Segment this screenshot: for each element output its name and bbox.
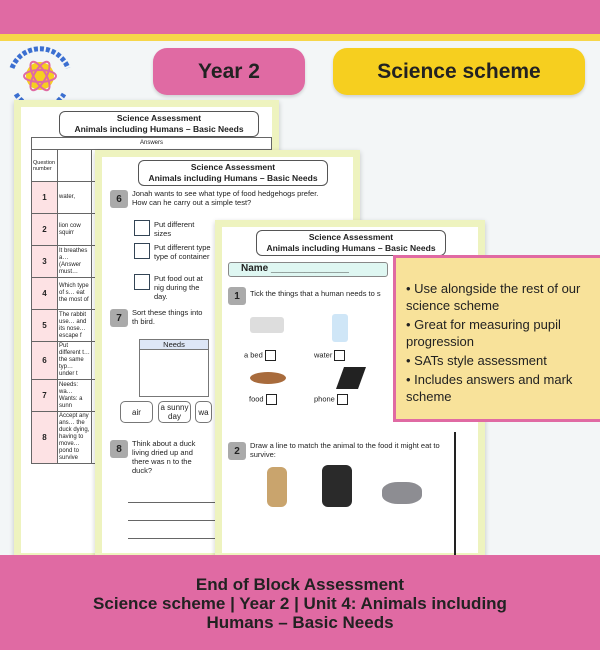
footer-subtitle-cont: Humans – Basic Needs — [206, 613, 394, 632]
row-answer: It breathes a… (Answer must… — [57, 245, 92, 278]
cow-image — [322, 465, 352, 507]
top-accent-line — [0, 34, 600, 41]
row-answer: The rabbit use… and its nose… escape f — [57, 309, 92, 342]
row-number: 8 — [31, 411, 58, 464]
sort-tile[interactable]: a sunny day — [158, 401, 191, 423]
feature-callout: • Use alongside the rest of our science … — [393, 255, 600, 422]
answer-line — [128, 502, 228, 503]
sheet-subtitle: Animals including Humans – Basic Needs — [266, 243, 436, 253]
row-number: 5 — [31, 309, 58, 342]
sheet-header: Science Assessment Animals including Hum… — [256, 230, 446, 256]
option-checkbox[interactable] — [134, 243, 150, 259]
footer-subtitle: Science scheme | Year 2 | Unit 4: Animal… — [93, 594, 507, 613]
sheet-title: Science Assessment — [116, 113, 202, 123]
water-image — [332, 314, 348, 342]
sheet-header: Science Assessment Animals including Hum… — [59, 111, 259, 137]
item-phone: phone — [314, 394, 348, 405]
footer-title: End of Block Assessment — [195, 575, 405, 594]
question-number: 1 — [228, 287, 246, 305]
option-text: Put different type type of container — [154, 243, 211, 261]
item-label: a bed — [244, 350, 263, 360]
sort-tile[interactable]: wa — [195, 401, 212, 423]
item-bed: a bed — [244, 350, 276, 361]
sheet-subtitle: Animals including Humans – Basic Needs — [148, 173, 318, 183]
question-text: Sort these things into th bird. — [132, 308, 203, 326]
item-label: water — [314, 350, 333, 360]
squirrel-image — [382, 482, 422, 504]
sheet-title: Science Assessment — [308, 232, 394, 242]
row-answer: Accept any ans… the duck dying, having t… — [57, 411, 92, 464]
item-food: food — [249, 394, 277, 405]
question-number: 6 — [110, 190, 128, 208]
row-answer: Which type of s… eat the most of — [57, 277, 92, 310]
row-number: 2 — [31, 213, 58, 246]
question-text: Think about a duck living dried up and t… — [132, 439, 196, 475]
question-number: 8 — [110, 440, 128, 458]
tick-box[interactable] — [265, 394, 277, 405]
bed-image — [250, 317, 284, 333]
feature-point: • Great for measuring pupil progression — [406, 317, 561, 349]
tick-box[interactable] — [334, 350, 346, 361]
scheme-badge: Science scheme — [333, 48, 585, 95]
feature-point: • SATs style assessment — [406, 353, 547, 368]
question-text: Tick the things that a human needs to s — [250, 289, 381, 298]
question-text: Jonah wants to see what type of food hed… — [132, 189, 319, 207]
answer-line — [128, 520, 228, 521]
option-checkbox[interactable] — [134, 220, 150, 236]
item-label: phone — [314, 394, 335, 404]
sheet-header: Science Assessment Animals including Hum… — [138, 160, 328, 186]
row-number: 4 — [31, 277, 58, 310]
question-number: 7 — [110, 309, 128, 327]
answer-line — [128, 538, 228, 539]
food-image — [250, 372, 286, 384]
row-number: 3 — [31, 245, 58, 278]
name-field[interactable]: Name ______________ — [228, 262, 388, 277]
phone-image — [335, 367, 367, 389]
needs-heading: Needs — [140, 340, 208, 350]
item-label: food — [249, 394, 264, 404]
row-answer: Put different t… the same typ… under t — [57, 341, 92, 380]
tick-box[interactable] — [264, 350, 276, 361]
row-number: 7 — [31, 379, 58, 412]
scintillating-science-logo — [9, 46, 71, 110]
option-text: Put different sizes — [154, 220, 195, 238]
question-number: 2 — [228, 442, 246, 460]
sort-tile[interactable]: air — [120, 401, 153, 423]
row-answer: lion cow squirr — [57, 213, 92, 246]
sheet-title: Science Assessment — [190, 162, 276, 172]
tick-box[interactable] — [336, 394, 348, 405]
option-text: Put food out at nig during the day. — [154, 274, 203, 301]
footer-banner: End of Block Assessment Science scheme |… — [0, 555, 600, 650]
row-number: 6 — [31, 341, 58, 380]
top-banner — [0, 0, 600, 34]
question-text: Draw a line to match the animal to the f… — [250, 441, 440, 459]
year-badge: Year 2 — [153, 48, 305, 95]
row-answer: Needs: wa… Wants: a sunn — [57, 379, 92, 412]
item-water: water — [314, 350, 346, 361]
option-checkbox[interactable] — [134, 274, 150, 290]
feature-point: • Includes answers and mark scheme — [406, 372, 573, 404]
feature-point: • Use alongside the rest of our science … — [406, 281, 581, 313]
column-header: Question number — [31, 149, 58, 182]
row-answer: water, — [57, 181, 92, 214]
needs-box: Needs — [139, 339, 209, 397]
sheet-subtitle: Animals including Humans – Basic Needs — [74, 124, 244, 134]
lion-image — [267, 467, 287, 507]
margin-line — [454, 432, 456, 557]
answers-heading: Answers — [31, 137, 272, 150]
row-number: 1 — [31, 181, 58, 214]
